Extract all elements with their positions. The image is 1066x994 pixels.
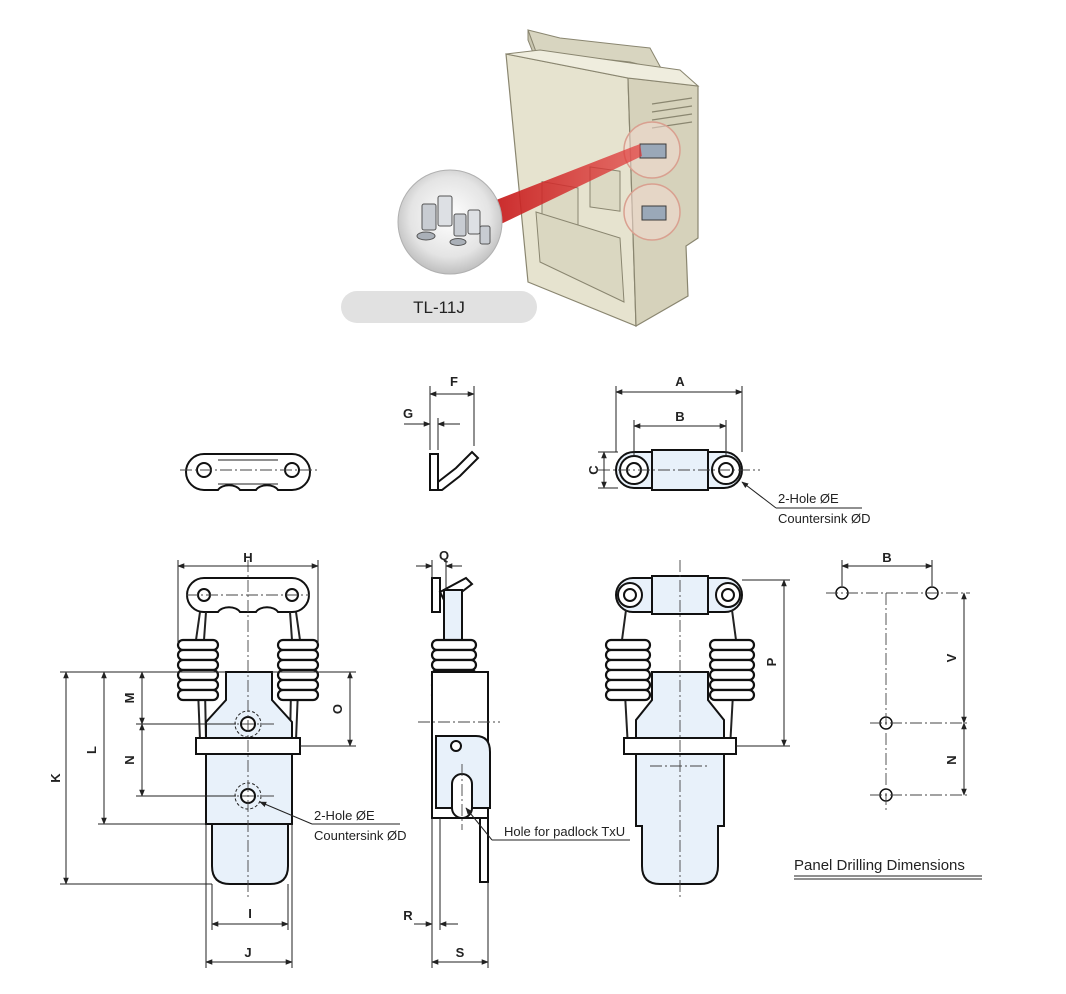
latch-hole-note-1: 2-Hole ØE <box>314 808 375 823</box>
cabinet-illustration <box>460 29 700 328</box>
dim-B-keeper: B <box>675 409 684 424</box>
dim-M: M <box>122 693 137 704</box>
dim-I: I <box>248 906 252 921</box>
keeper-front-view: A B C 2-Hole ØE Countersink ØD <box>586 374 870 526</box>
dim-L: L <box>84 746 99 754</box>
keeper-hole-note-1: 2-Hole ØE <box>778 491 839 506</box>
panel-drilling-diagram: B V N Panel Drilling Dimensions <box>794 550 982 880</box>
dim-A: A <box>675 374 685 389</box>
dim-K: K <box>48 773 63 783</box>
dim-C: C <box>586 465 601 475</box>
model-label-badge: TL-11J <box>341 291 537 323</box>
dim-N: N <box>122 755 137 764</box>
latch-hole-note-2: Countersink ØD <box>314 828 406 843</box>
dim-N-panel: N <box>944 755 959 764</box>
keeper-top-view <box>180 453 318 491</box>
latch-front-view: H I J K L M N O 2-Hole ØE Countersink ØD <box>48 550 406 968</box>
dim-S: S <box>456 945 465 960</box>
dim-J: J <box>244 945 251 960</box>
latch-rear-view: P <box>604 560 790 900</box>
model-label: TL-11J <box>413 298 465 317</box>
keeper-side-view: F G <box>403 374 480 491</box>
dim-G: G <box>403 406 413 421</box>
keeper-hole-note-2: Countersink ØD <box>778 511 870 526</box>
dim-B-panel: B <box>882 550 891 565</box>
latch-side-view: Q R S Hole for padlock TxU <box>403 548 630 968</box>
dim-Q: Q <box>439 548 449 563</box>
padlock-note: Hole for padlock TxU <box>504 824 625 839</box>
product-photo <box>397 169 503 275</box>
spring-left <box>176 638 220 702</box>
dim-V: V <box>944 653 959 662</box>
spring-right <box>276 638 320 702</box>
dim-R: R <box>403 908 413 923</box>
dim-H: H <box>243 550 252 565</box>
dim-F: F <box>450 374 458 389</box>
panel-caption: Panel Drilling Dimensions <box>794 857 965 874</box>
dim-P: P <box>764 657 779 666</box>
dim-O: O <box>330 704 345 714</box>
